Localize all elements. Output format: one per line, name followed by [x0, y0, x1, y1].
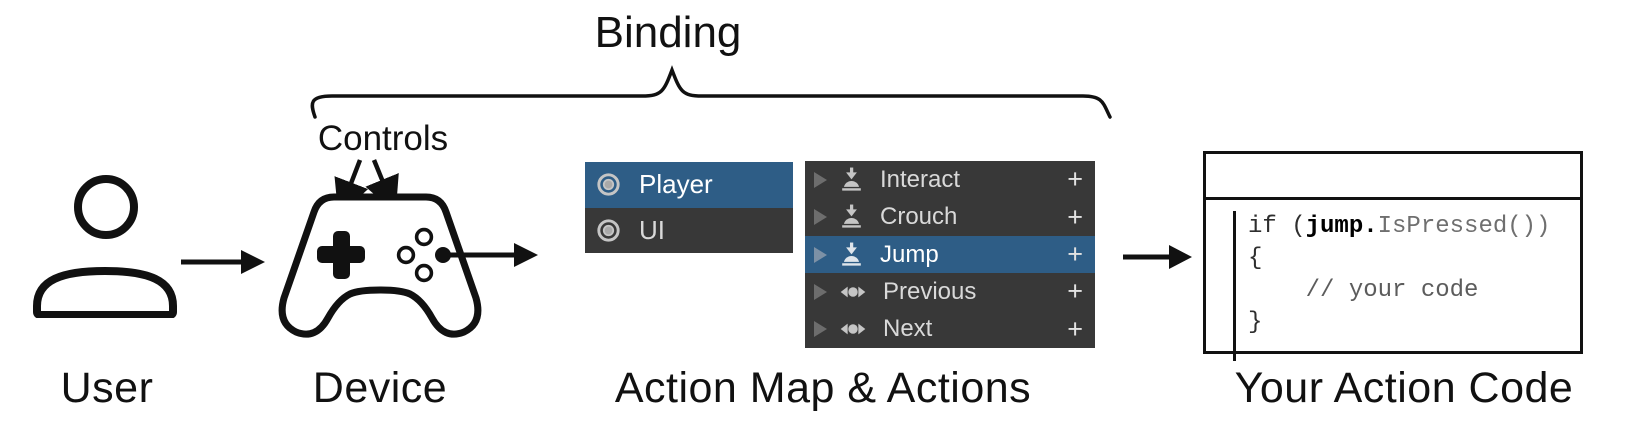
add-binding-button[interactable]: +: [1067, 164, 1083, 195]
code-close-brace: }: [1248, 309, 1263, 336]
action-map-label: UI: [639, 214, 665, 245]
action-label: Previous: [883, 277, 977, 305]
action-map-label: Player: [639, 169, 713, 200]
code-snippet: if (jump.IsPressed()) { // your code }: [1248, 211, 1580, 339]
foldout-triangle-icon[interactable]: [814, 209, 827, 226]
axis-control-icon: [840, 286, 866, 298]
user-icon: [33, 175, 177, 318]
code-window: if (jump.IsPressed()) { // your code }: [1203, 151, 1583, 361]
action-map-icon: [597, 173, 620, 196]
actions-panel: Interact + Crouch + Jump +: [805, 161, 1095, 349]
arrow-actions-to-code: [1123, 245, 1192, 269]
arrow-user-to-device: [181, 250, 265, 274]
binding-label: Binding: [594, 8, 742, 57]
action-row-interact[interactable]: Interact +: [805, 161, 1095, 199]
axis-control-icon: [840, 323, 866, 335]
action-map-row-ui[interactable]: UI: [585, 207, 793, 253]
controls-label: Controls: [317, 119, 449, 158]
action-label: Interact: [880, 165, 961, 193]
face-buttons-icon: [396, 227, 451, 283]
action-row-crouch[interactable]: Crouch +: [805, 198, 1095, 236]
binding-brace: [310, 65, 1112, 119]
add-binding-button[interactable]: +: [1067, 313, 1083, 344]
action-map-panel: Player UI: [585, 162, 793, 253]
action-map-actions-label: Action Map & Actions: [614, 364, 1032, 412]
code-comment: // your code: [1248, 277, 1479, 304]
action-map-row-player[interactable]: Player: [585, 162, 793, 208]
action-map-icon: [597, 219, 620, 242]
foldout-triangle-icon[interactable]: [814, 246, 827, 263]
action-label: Jump: [880, 240, 939, 268]
dpad-icon: [317, 231, 365, 279]
add-binding-button[interactable]: +: [1067, 276, 1083, 307]
user-label: User: [60, 364, 154, 412]
action-label: Crouch: [880, 203, 958, 231]
action-row-next[interactable]: Next +: [805, 310, 1095, 349]
code-action-variable: jump.: [1305, 213, 1378, 240]
add-binding-button[interactable]: +: [1067, 239, 1083, 270]
code-window-titlebar: [1206, 154, 1580, 200]
foldout-triangle-icon[interactable]: [814, 321, 827, 338]
add-binding-button[interactable]: +: [1067, 201, 1083, 232]
code-window-gutter: [1233, 211, 1236, 361]
action-label: Next: [883, 315, 933, 343]
arrow-device-to-actionmap: [448, 243, 538, 267]
foldout-triangle-icon[interactable]: [814, 283, 827, 300]
button-control-icon: [842, 167, 861, 191]
code-open-brace: {: [1248, 245, 1263, 272]
device-label: Device: [312, 364, 448, 412]
button-control-icon: [842, 204, 861, 228]
button-control-icon: [842, 242, 861, 266]
your-action-code-label: Your Action Code: [1234, 364, 1574, 412]
action-row-previous[interactable]: Previous +: [805, 273, 1095, 311]
gamepad-icon: [278, 193, 482, 338]
code-method-call: IsPressed()): [1377, 213, 1551, 240]
action-row-jump[interactable]: Jump +: [805, 235, 1095, 274]
foldout-triangle-icon[interactable]: [814, 171, 827, 188]
code-if-keyword: if (: [1248, 213, 1306, 240]
code-window-body: if (jump.IsPressed()) { // your code }: [1206, 211, 1580, 361]
